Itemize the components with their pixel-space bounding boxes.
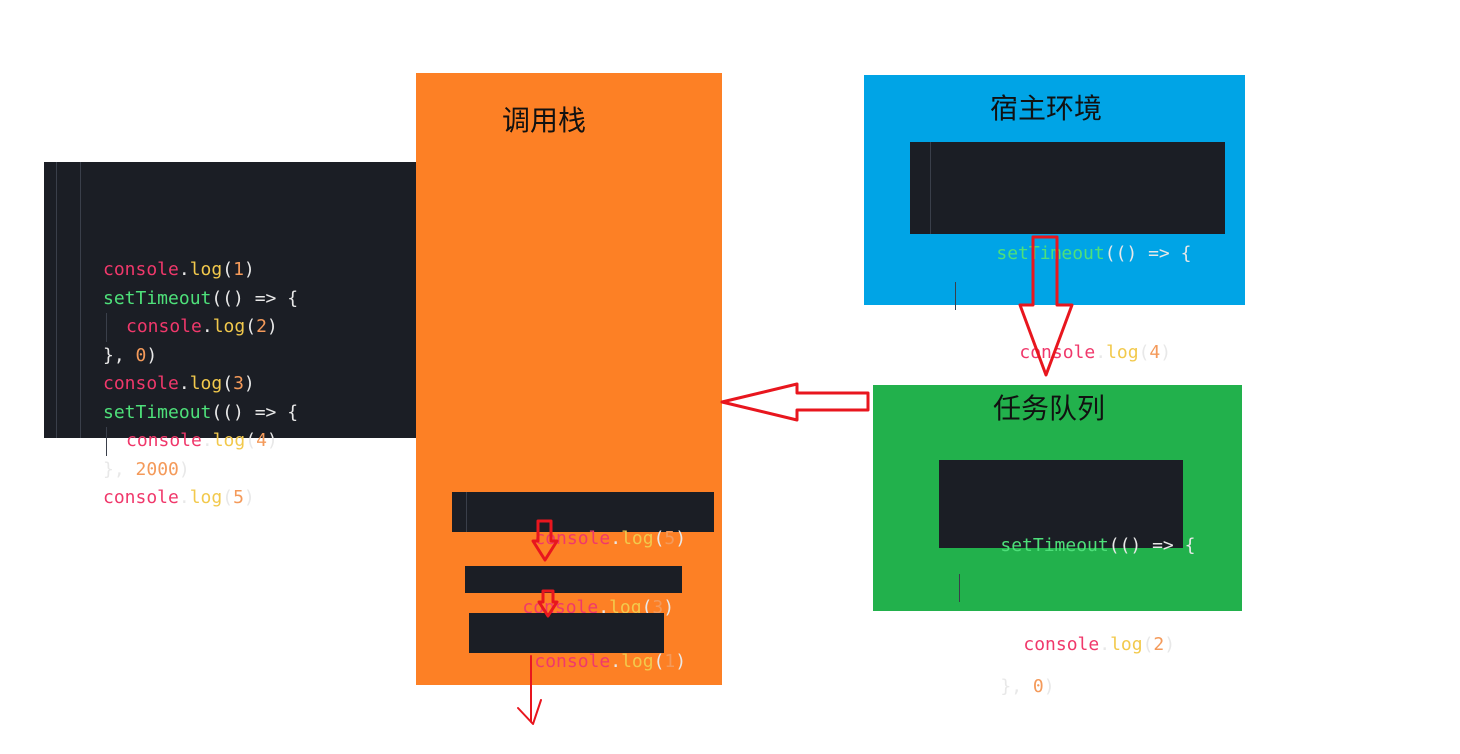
task-queue-title: 任务队列 [993, 392, 1106, 425]
task-queue-code: setTimeout(() => { console.log(2) }, 0) [939, 460, 1195, 697]
stack-item-fn: log [609, 596, 642, 618]
code-line: }, 2000) [103, 458, 190, 480]
indent-guide [106, 427, 107, 456]
arrow-queue-to-stack [720, 382, 870, 422]
arrow-stack-3-to-1 [537, 589, 559, 618]
indent-guide [56, 162, 57, 438]
code-line: console.log(2) [103, 313, 475, 342]
stack-item-fn: log [621, 650, 654, 672]
code-line: console.log(3) [103, 373, 255, 394]
code-line: console.log(5) [103, 487, 255, 508]
host-env-title: 宿主环境 [990, 92, 1103, 125]
stack-item-log-5: console.log(5) [452, 492, 714, 549]
code-line: console.log(4) [103, 427, 475, 456]
arrow-stack-output [517, 655, 542, 725]
arrow-host-to-queue [1018, 235, 1074, 377]
source-code-block: console.log(1) setTimeout(() => { console.… [44, 162, 416, 508]
stack-item-obj: console [534, 527, 611, 549]
indent-guide [80, 162, 81, 438]
indent-guide [466, 492, 467, 532]
code-line: setTimeout(() => { [103, 287, 299, 309]
indent-guide [959, 573, 960, 602]
code-line: }, 0) [103, 344, 158, 366]
stack-item-arg: 3 [652, 596, 664, 618]
indent-guide [106, 313, 107, 342]
stack-item-obj: console [534, 650, 611, 672]
code-line: setTimeout(() => { [103, 401, 299, 423]
indent-guide [955, 281, 956, 310]
source-code-lines: console.log(1) setTimeout(() => { console.… [103, 256, 475, 513]
stack-item-log-1: console.log(1) [469, 613, 686, 672]
code-line: console.log(1) [103, 259, 255, 280]
indent-guide [930, 142, 931, 234]
stack-item-arg: 5 [664, 527, 676, 549]
call-stack-title: 调用栈 [502, 104, 587, 137]
arrow-stack-5-to-3 [531, 519, 559, 562]
stack-item-arg: 1 [664, 650, 676, 672]
stack-item-fn: log [621, 527, 654, 549]
